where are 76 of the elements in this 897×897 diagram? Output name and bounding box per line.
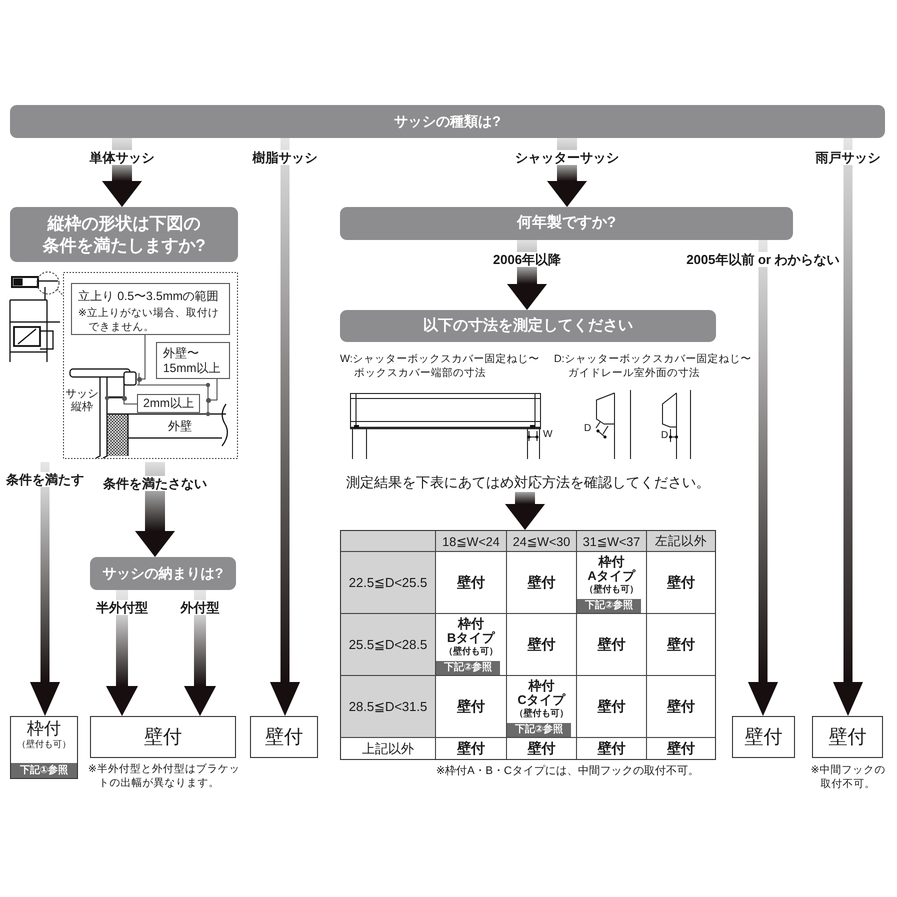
arrow — [135, 462, 175, 557]
caption: D:シャッターボックスカバー固定ねじ〜ガイドレール室外面の寸法 — [554, 352, 752, 380]
note-text: （壁付も可） — [584, 583, 640, 595]
note-text: （壁付も可） — [16, 739, 72, 750]
result-table — [340, 530, 716, 760]
table-cell: 壁付 — [577, 614, 647, 676]
instruction-text: 測定結果を下表にあてはめ対応方法を確認してください。 — [340, 473, 716, 492]
header-cell: 18≦W<24 — [436, 531, 507, 552]
callout-box: 2mm以上 — [137, 394, 200, 413]
arrow — [507, 240, 547, 310]
dimension-label: W — [543, 429, 552, 441]
cell-text: Cタイプ — [516, 693, 567, 707]
cell-text: 枠付 — [597, 553, 626, 569]
reference-tag: 下記①参照 — [11, 763, 77, 778]
callout-box: 外壁〜15mm以上 — [156, 342, 230, 379]
note-text: ※中間フックの取付不可。 — [810, 764, 886, 791]
result-text: 枠付 — [26, 718, 62, 739]
table-cell: 壁付 — [507, 552, 577, 614]
edge-label: 半外付型 — [93, 600, 151, 615]
arrow — [547, 138, 587, 207]
header-cell: 25.5≦D<28.5 — [341, 614, 436, 676]
header-cell: 左記以外 — [647, 531, 715, 552]
dimension-label: D — [661, 430, 668, 442]
question-box: 何年製ですか? — [340, 207, 793, 240]
arrow — [102, 138, 142, 207]
header-cell: 28.5≦D<31.5 — [341, 676, 436, 738]
note-text: ※枠付A・B・Cタイプには、中間フックの取付不可。 — [436, 764, 700, 778]
result-box: 壁付 — [90, 716, 236, 758]
table-cell: 壁付 — [436, 676, 507, 738]
caption: W:シャッターボックスカバー固定ねじ〜ボックスカバー端部の寸法 — [340, 352, 541, 380]
part-label: 外壁 — [168, 419, 192, 433]
result-box: 壁付 — [250, 716, 318, 758]
table-cell: 壁付 — [436, 552, 507, 614]
header-cell: 24≦W<30 — [507, 531, 577, 552]
reference-tag: 下記②参照 — [436, 661, 500, 675]
callout-box — [71, 283, 230, 335]
note-text: ※立上りがない場合、取付けできません。 — [78, 306, 219, 334]
arrow — [184, 590, 216, 716]
note-text: ※半外付型と外付型はブラケットの出幅が異なります。 — [88, 763, 241, 790]
callout-text: 立上り 0.5〜3.5mmの範囲 — [78, 288, 220, 304]
cell-text: Bタイプ — [446, 631, 496, 645]
edge-label: 条件を満たさない — [100, 476, 210, 491]
arrow — [106, 590, 138, 716]
cell-text: 枠付 — [527, 677, 556, 693]
dimension-dot — [206, 398, 210, 402]
result-box: 壁付 — [732, 716, 795, 758]
result-box: 壁付 — [812, 716, 883, 758]
question-box: 縦枠の形状は下図の条件を満たしますか? — [10, 207, 238, 262]
leader-line — [124, 400, 138, 404]
edge-label: 外付型 — [178, 600, 222, 615]
note-text: （壁付も可） — [443, 645, 499, 657]
cell-text: 枠付 — [456, 615, 485, 631]
arrow — [30, 462, 60, 716]
reference-tag: 下記②参照 — [507, 723, 571, 737]
cell-text: Aタイプ — [586, 569, 637, 583]
header-cell: 22.5≦D<25.5 — [341, 552, 436, 614]
part-label: サッシ縦枠 — [65, 388, 99, 414]
leader-line — [210, 378, 218, 400]
dimension-dot — [122, 396, 126, 400]
question-box: サッシの種類は? — [10, 105, 885, 138]
question-box: 以下の寸法を測定してください — [340, 310, 716, 342]
edge-label: 2006年以降 — [490, 252, 564, 267]
table-cell: 壁付 — [507, 614, 577, 676]
reference-tag: 下記②参照 — [577, 599, 641, 613]
arrow — [270, 138, 300, 716]
arrow — [748, 240, 778, 716]
note-text: （壁付も可） — [514, 707, 570, 719]
table-cell: 壁付 — [577, 676, 647, 738]
dimension-label: D — [584, 423, 592, 435]
leader-line — [141, 334, 146, 380]
result-box — [10, 716, 78, 779]
header-cell: 31≦W<37 — [577, 531, 647, 552]
dimension-dot — [136, 376, 142, 382]
arrow — [833, 138, 863, 716]
question-box: サッシの納まりは? — [90, 557, 236, 590]
arrow — [505, 492, 545, 530]
